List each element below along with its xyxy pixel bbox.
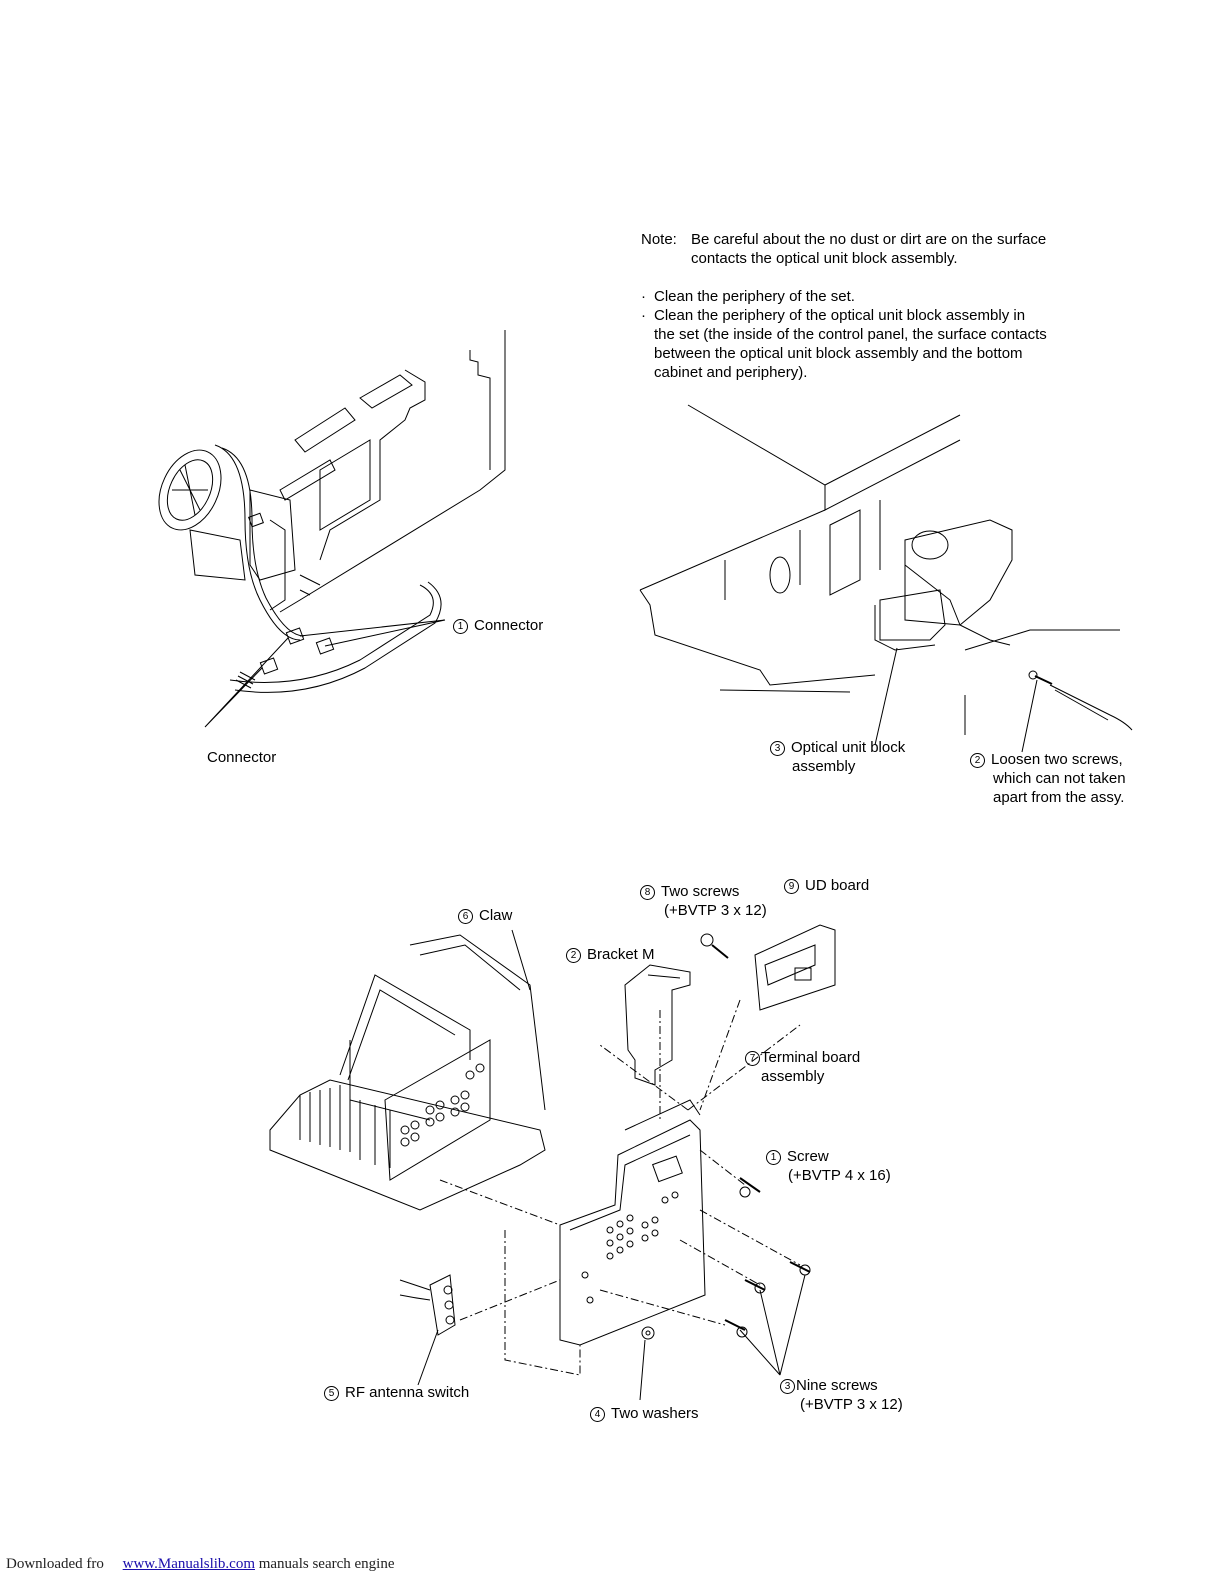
callout-label: Optical unit block — [791, 739, 906, 756]
note-line-2: contacts the optical unit block assembly… — [691, 250, 958, 267]
callout-label: RF antenna switch — [345, 1384, 470, 1401]
bullet-item: Clean the periphery of the optical unit … — [654, 307, 1026, 324]
callout-number: 1 — [766, 1150, 781, 1165]
figure-optical-unit — [640, 405, 1132, 752]
loosen-screws-label-3: apart from the assy. — [993, 789, 1125, 806]
bullet-item-continued: cabinet and periphery). — [654, 364, 808, 381]
callout-number: 2 — [566, 948, 581, 963]
rf-antenna-switch-callout: 5 RF antenna switch — [324, 1383, 469, 1402]
nine-screws-spec: (+BVTP 3 x 12) — [800, 1396, 903, 1413]
callout-label: UD board — [805, 877, 870, 894]
callout-number: 7 — [745, 1051, 760, 1066]
callout-number: 3 — [780, 1379, 795, 1394]
callout-number: 8 — [640, 885, 655, 900]
loosen-screws-callout: 2 Loosen two screws, — [970, 750, 1123, 769]
loosen-screws-label-2: which can not taken — [993, 770, 1126, 787]
bullet-marker: · — [641, 288, 646, 305]
optical-unit-label-2: assembly — [792, 758, 856, 775]
screw-spec: (+BVTP 4 x 16) — [788, 1167, 891, 1184]
terminal-board-label-2: assembly — [761, 1068, 825, 1085]
callout-label: Loosen two screws, — [991, 751, 1123, 768]
callout-number: 2 — [970, 753, 985, 768]
footer-suffix: manuals search engine — [254, 1556, 395, 1572]
bullet-item: Clean the periphery of the set. — [654, 288, 855, 305]
callout-label: Two washers — [611, 1405, 699, 1422]
callout-number: 4 — [590, 1407, 605, 1422]
two-washers-callout: 4 Two washers — [590, 1404, 699, 1423]
ud-board-callout: 9 UD board — [784, 876, 869, 895]
bullet-item-continued: the set (the inside of the control panel… — [654, 326, 1047, 343]
bullet-item-continued: between the optical unit block assembly … — [654, 345, 1023, 362]
manualslib-link[interactable]: www.Manualslib.com — [122, 1556, 255, 1572]
callout-number: 3 — [770, 741, 785, 756]
bullet-marker: · — [641, 307, 646, 324]
callout-label: Bracket M — [587, 946, 655, 963]
callout-label: Connector — [474, 617, 544, 634]
callout-label: Screw — [787, 1148, 829, 1165]
note-line-1: Be careful about the no dust or dirt are… — [691, 231, 1047, 248]
figure-chassis-connectors — [147, 330, 505, 727]
bracket-m-callout: 2 Bracket M — [566, 945, 655, 964]
connector-callout: 1 Connector — [453, 616, 543, 635]
claw-callout: 6 Claw — [458, 906, 512, 925]
callout-number: 5 — [324, 1386, 339, 1401]
download-footer: Downloaded fro www.Manualslib.com manual… — [6, 1556, 395, 1573]
callout-label: Terminal board — [761, 1049, 861, 1066]
callout-number: 9 — [784, 879, 799, 894]
note-label: Note: — [641, 231, 677, 248]
two-screws-callout: 8 Two screws — [640, 882, 739, 901]
two-screws-spec: (+BVTP 3 x 12) — [664, 902, 767, 919]
screw-callout: 1 Screw — [766, 1147, 829, 1166]
footer-prefix: Downloaded fro — [6, 1556, 104, 1572]
callout-number: 6 — [458, 909, 473, 924]
optical-unit-callout: 3 Optical unit block — [770, 738, 905, 757]
callout-label: Two screws — [661, 883, 740, 900]
figure-terminal-board — [270, 925, 835, 1400]
callout-label: Claw — [479, 907, 513, 924]
connector-label-lower: Connector — [207, 749, 277, 766]
callout-label: Nine screws — [796, 1377, 878, 1394]
callout-number: 1 — [453, 619, 468, 634]
